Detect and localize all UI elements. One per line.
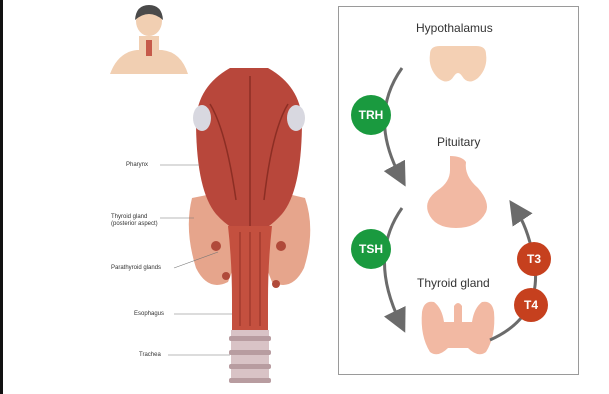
pituitary-shape — [427, 156, 487, 228]
label-pharynx: Pharynx — [126, 162, 148, 169]
esophagus — [228, 226, 272, 330]
thyroid-shape — [422, 302, 495, 355]
hypothalamus-label: Hypothalamus — [416, 21, 493, 35]
tsh-badge: TSH — [351, 229, 391, 269]
label-thyroid-gland: Thyroid gland — [111, 214, 147, 221]
t3-badge: T3 — [517, 242, 551, 276]
hypothalamus-shape — [430, 46, 487, 82]
label-esophagus: Esophagus — [134, 311, 164, 318]
label-parathyroid-glands: Parathyroid glands — [111, 265, 161, 272]
feedback-loop-graphics — [338, 6, 579, 375]
head-thumbnail — [110, 5, 188, 74]
trh-badge: TRH — [351, 95, 391, 135]
trachea — [229, 330, 271, 383]
label-trachea: Trachea — [139, 352, 161, 359]
label-thyroid-gland-sub: (posterior aspect) — [111, 221, 158, 228]
t4-badge: T4 — [514, 288, 548, 322]
pituitary-label: Pituitary — [437, 135, 480, 149]
thyroid-gland-label: Thyroid gland — [417, 276, 490, 290]
arrow-pituitary-to-thyroid — [384, 208, 402, 322]
